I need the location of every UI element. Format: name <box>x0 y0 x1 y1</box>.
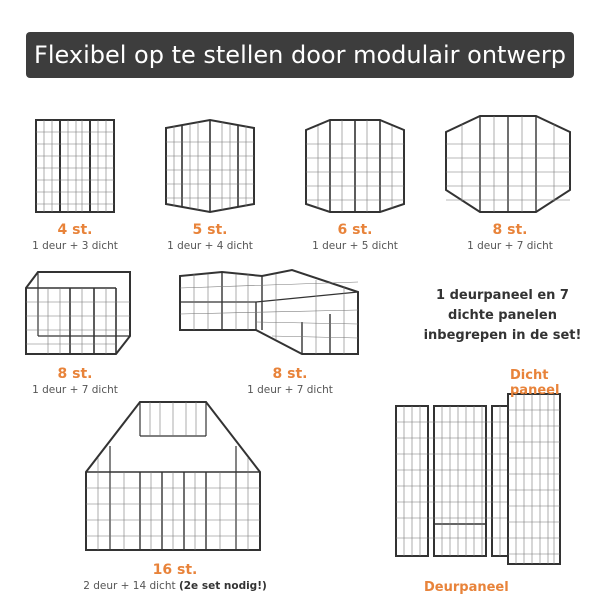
set-contents-note: 1 deurpaneel en 7 dichte panelen inbegre… <box>423 288 582 343</box>
fence-5-panels-image <box>160 114 260 214</box>
config-desc-6: 1 deur + 5 dicht <box>312 240 398 252</box>
fence-8-panels-octagon-image <box>440 110 576 218</box>
config-count-5: 5 st. <box>192 222 228 238</box>
config-desc-8-l-shape: 1 deur + 7 dicht <box>247 384 333 396</box>
config-desc-5: 1 deur + 4 dicht <box>167 240 253 252</box>
door-and-closed-panel-closeup-image <box>388 388 564 568</box>
title-banner: Flexibel op te stellen door modulair ont… <box>26 32 574 78</box>
config-desc-16-main: 2 deur + 14 dicht <box>83 580 179 592</box>
closed-panel-label: Dicht paneel <box>510 368 560 398</box>
fence-6-panels-image <box>300 114 410 214</box>
config-count-4: 4 st. <box>57 222 93 238</box>
config-desc-8-octagon: 1 deur + 7 dicht <box>467 240 553 252</box>
fence-16-panels-image <box>80 396 266 558</box>
fence-8-panels-rectangle-image <box>20 266 136 360</box>
config-count-8-octagon: 8 st. <box>492 222 528 238</box>
config-count-6: 6 st. <box>337 222 373 238</box>
fence-8-panels-l-shape-image <box>172 262 372 362</box>
config-desc-16: 2 deur + 14 dicht (2e set nodig!) <box>60 580 290 592</box>
config-count-8-rectangle: 8 st. <box>57 366 93 382</box>
config-desc-16-warning: (2e set nodig!) <box>178 580 267 592</box>
config-count-8-l-shape: 8 st. <box>272 366 308 382</box>
config-desc-4: 1 deur + 3 dicht <box>32 240 118 252</box>
config-desc-8-rectangle: 1 deur + 7 dicht <box>32 384 118 396</box>
fence-4-panels-image <box>30 108 120 220</box>
door-panel-label: Deurpaneel <box>424 580 509 595</box>
config-count-16: 16 st. <box>152 562 198 578</box>
